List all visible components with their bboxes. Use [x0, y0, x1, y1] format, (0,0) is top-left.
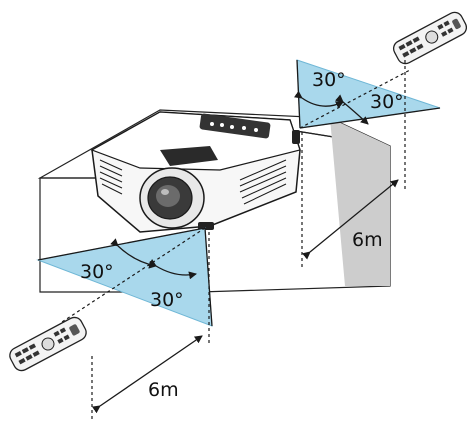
front-angle-right-label: 30° — [150, 289, 184, 311]
rear-distance-arrow — [302, 179, 399, 260]
front-remote-control — [9, 316, 87, 372]
rear-angle-left-label: 30° — [312, 69, 346, 91]
projector-focus-ring — [160, 146, 218, 166]
projector — [90, 111, 301, 233]
front-angle-left-label: 30° — [80, 261, 114, 283]
rear-angle-right-label: 30° — [370, 91, 404, 113]
projector-control-panel — [199, 113, 271, 139]
rear-angle-arc-2 — [335, 94, 369, 125]
rear-distance-label: 6m — [352, 229, 383, 251]
front-distance-dimension: 6m — [91, 232, 210, 420]
projector-ir-receiver-rear — [292, 130, 300, 144]
front-distance-label: 6m — [148, 379, 179, 401]
rear-ir-zone: 30° 30° — [293, 59, 441, 129]
rear-remote-control — [392, 11, 467, 65]
front-ir-zone: 30° 30° — [36, 227, 213, 327]
rear-distance-dimension: 6m — [301, 60, 406, 268]
stand-right-face — [330, 118, 390, 286]
front-distance-arrow — [91, 335, 203, 414]
projector-vent — [99, 159, 287, 205]
front-angle-arc-2 — [147, 258, 197, 280]
